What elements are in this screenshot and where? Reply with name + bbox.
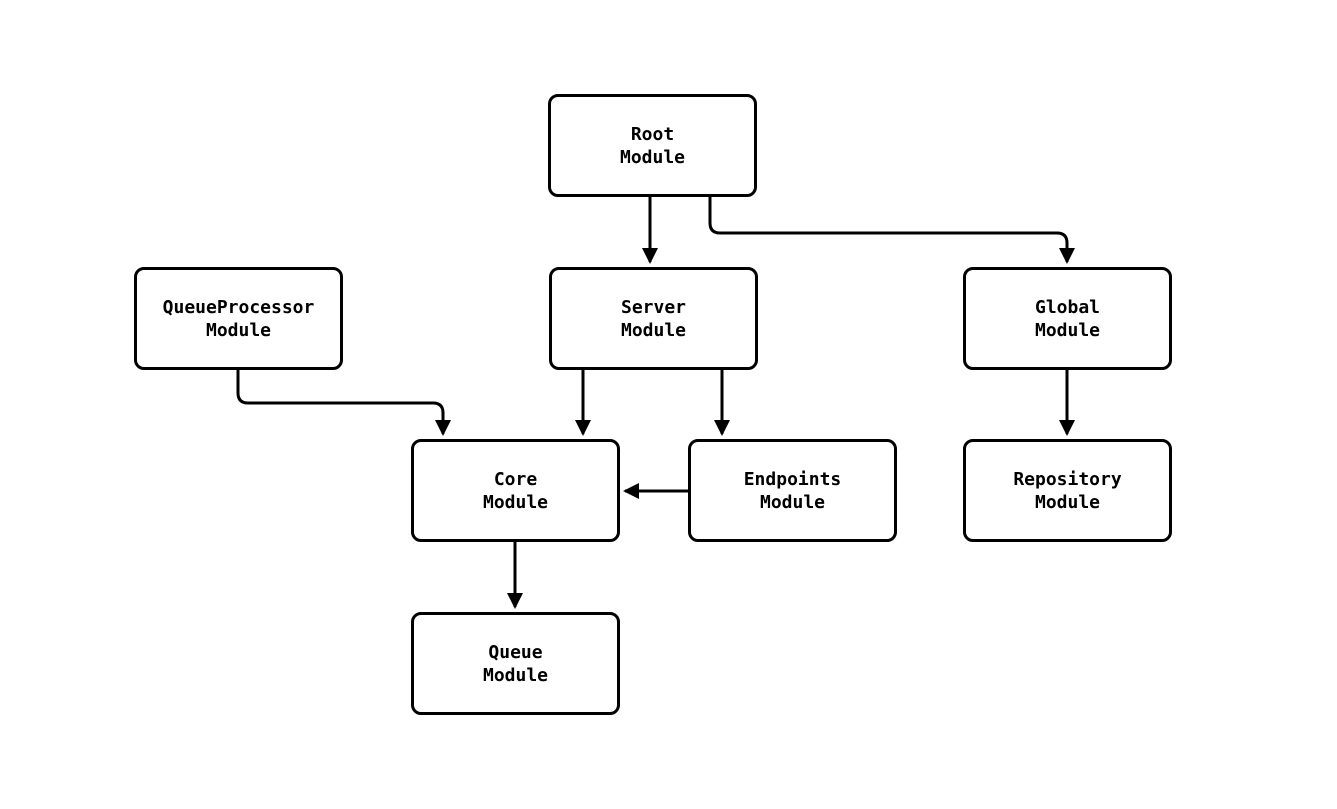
node-global-module: Global Module xyxy=(963,267,1172,370)
node-label-line: Core xyxy=(493,468,538,490)
node-endpoints-module: Endpoints Module xyxy=(688,439,897,542)
node-label-line: Endpoints xyxy=(743,468,842,490)
node-label-line: Global xyxy=(1034,296,1101,318)
node-label-line: Module xyxy=(205,319,272,341)
node-label-line: Module xyxy=(1034,319,1101,341)
node-label-line: Server xyxy=(620,296,687,318)
node-label-line: Module xyxy=(1034,491,1101,513)
node-server-module: Server Module xyxy=(549,267,758,370)
node-queueprocessor-module: QueueProcessor Module xyxy=(134,267,343,370)
node-root-module: Root Module xyxy=(548,94,757,197)
node-label-line: Root xyxy=(630,123,675,145)
node-label-line: QueueProcessor xyxy=(162,296,315,318)
node-label-line: Repository xyxy=(1013,468,1122,490)
node-label-line: Module xyxy=(482,664,549,686)
node-label-line: Module xyxy=(482,491,549,513)
node-label-line: Module xyxy=(619,146,686,168)
node-label-line: Module xyxy=(620,319,687,341)
edge-root-to-global xyxy=(708,197,1075,264)
node-label-line: Queue xyxy=(488,641,543,663)
node-label-line: Module xyxy=(759,491,826,513)
node-repository-module: Repository Module xyxy=(963,439,1172,542)
node-queue-module: Queue Module xyxy=(411,612,620,715)
node-core-module: Core Module xyxy=(411,439,620,542)
edge-queueprocessor-to-core xyxy=(236,370,451,436)
